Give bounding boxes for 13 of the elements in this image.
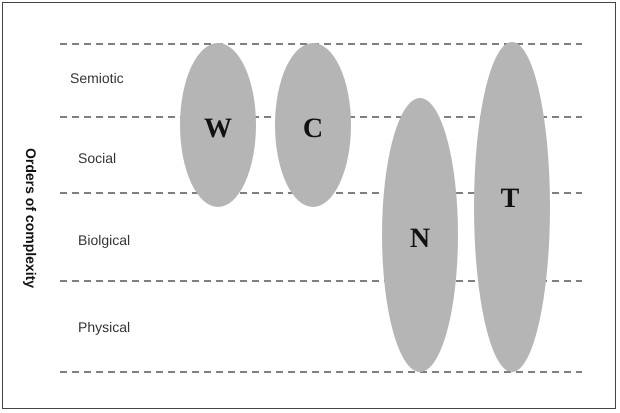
level-label: Social	[78, 150, 116, 166]
axis-title: Orders of complexity	[23, 148, 39, 288]
level-label: Semiotic	[70, 70, 124, 86]
ellipse-region	[382, 98, 458, 372]
ellipse-region	[275, 43, 351, 207]
region-letter: W	[204, 113, 232, 145]
region-letter: T	[500, 183, 520, 215]
ellipse-region	[180, 43, 256, 207]
level-label: Physical	[78, 319, 130, 335]
region-letter: C	[302, 113, 324, 145]
level-label: Biolgical	[78, 232, 130, 248]
ellipse-region	[474, 42, 550, 372]
region-letter: N	[410, 223, 430, 255]
